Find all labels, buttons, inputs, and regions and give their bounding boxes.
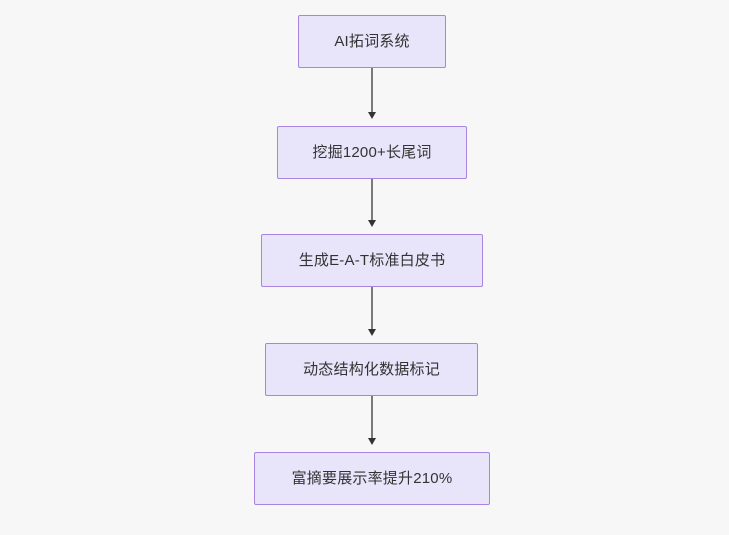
edge-n4-n5 [371, 396, 373, 439]
flow-node-label: AI拓词系统 [334, 32, 410, 50]
flow-node-mine-longtail-keywords[interactable]: 挖掘1200+长尾词 [277, 126, 467, 179]
flow-node-label: 生成E-A-T标准白皮书 [298, 251, 446, 269]
flow-node-dynamic-structured-data-markup[interactable]: 动态结构化数据标记 [265, 343, 478, 396]
edge-n3-n4 [371, 287, 373, 330]
edge-n1-n2 [371, 68, 373, 113]
flow-node-ai-keyword-system[interactable]: AI拓词系统 [298, 15, 446, 68]
flow-node-label: 挖掘1200+长尾词 [312, 143, 432, 161]
arrowhead-n4-n5 [367, 438, 376, 445]
flow-node-label: 动态结构化数据标记 [303, 360, 440, 378]
flow-node-label: 富摘要展示率提升210% [291, 469, 453, 487]
edge-n2-n3 [371, 179, 373, 221]
arrowhead-n3-n4 [367, 329, 376, 336]
arrowhead-n1-n2 [367, 112, 376, 119]
arrowhead-n2-n3 [367, 220, 376, 227]
flow-node-rich-snippet-impression-uplift[interactable]: 富摘要展示率提升210% [254, 452, 490, 505]
flow-node-generate-eat-whitepaper[interactable]: 生成E-A-T标准白皮书 [261, 234, 483, 287]
